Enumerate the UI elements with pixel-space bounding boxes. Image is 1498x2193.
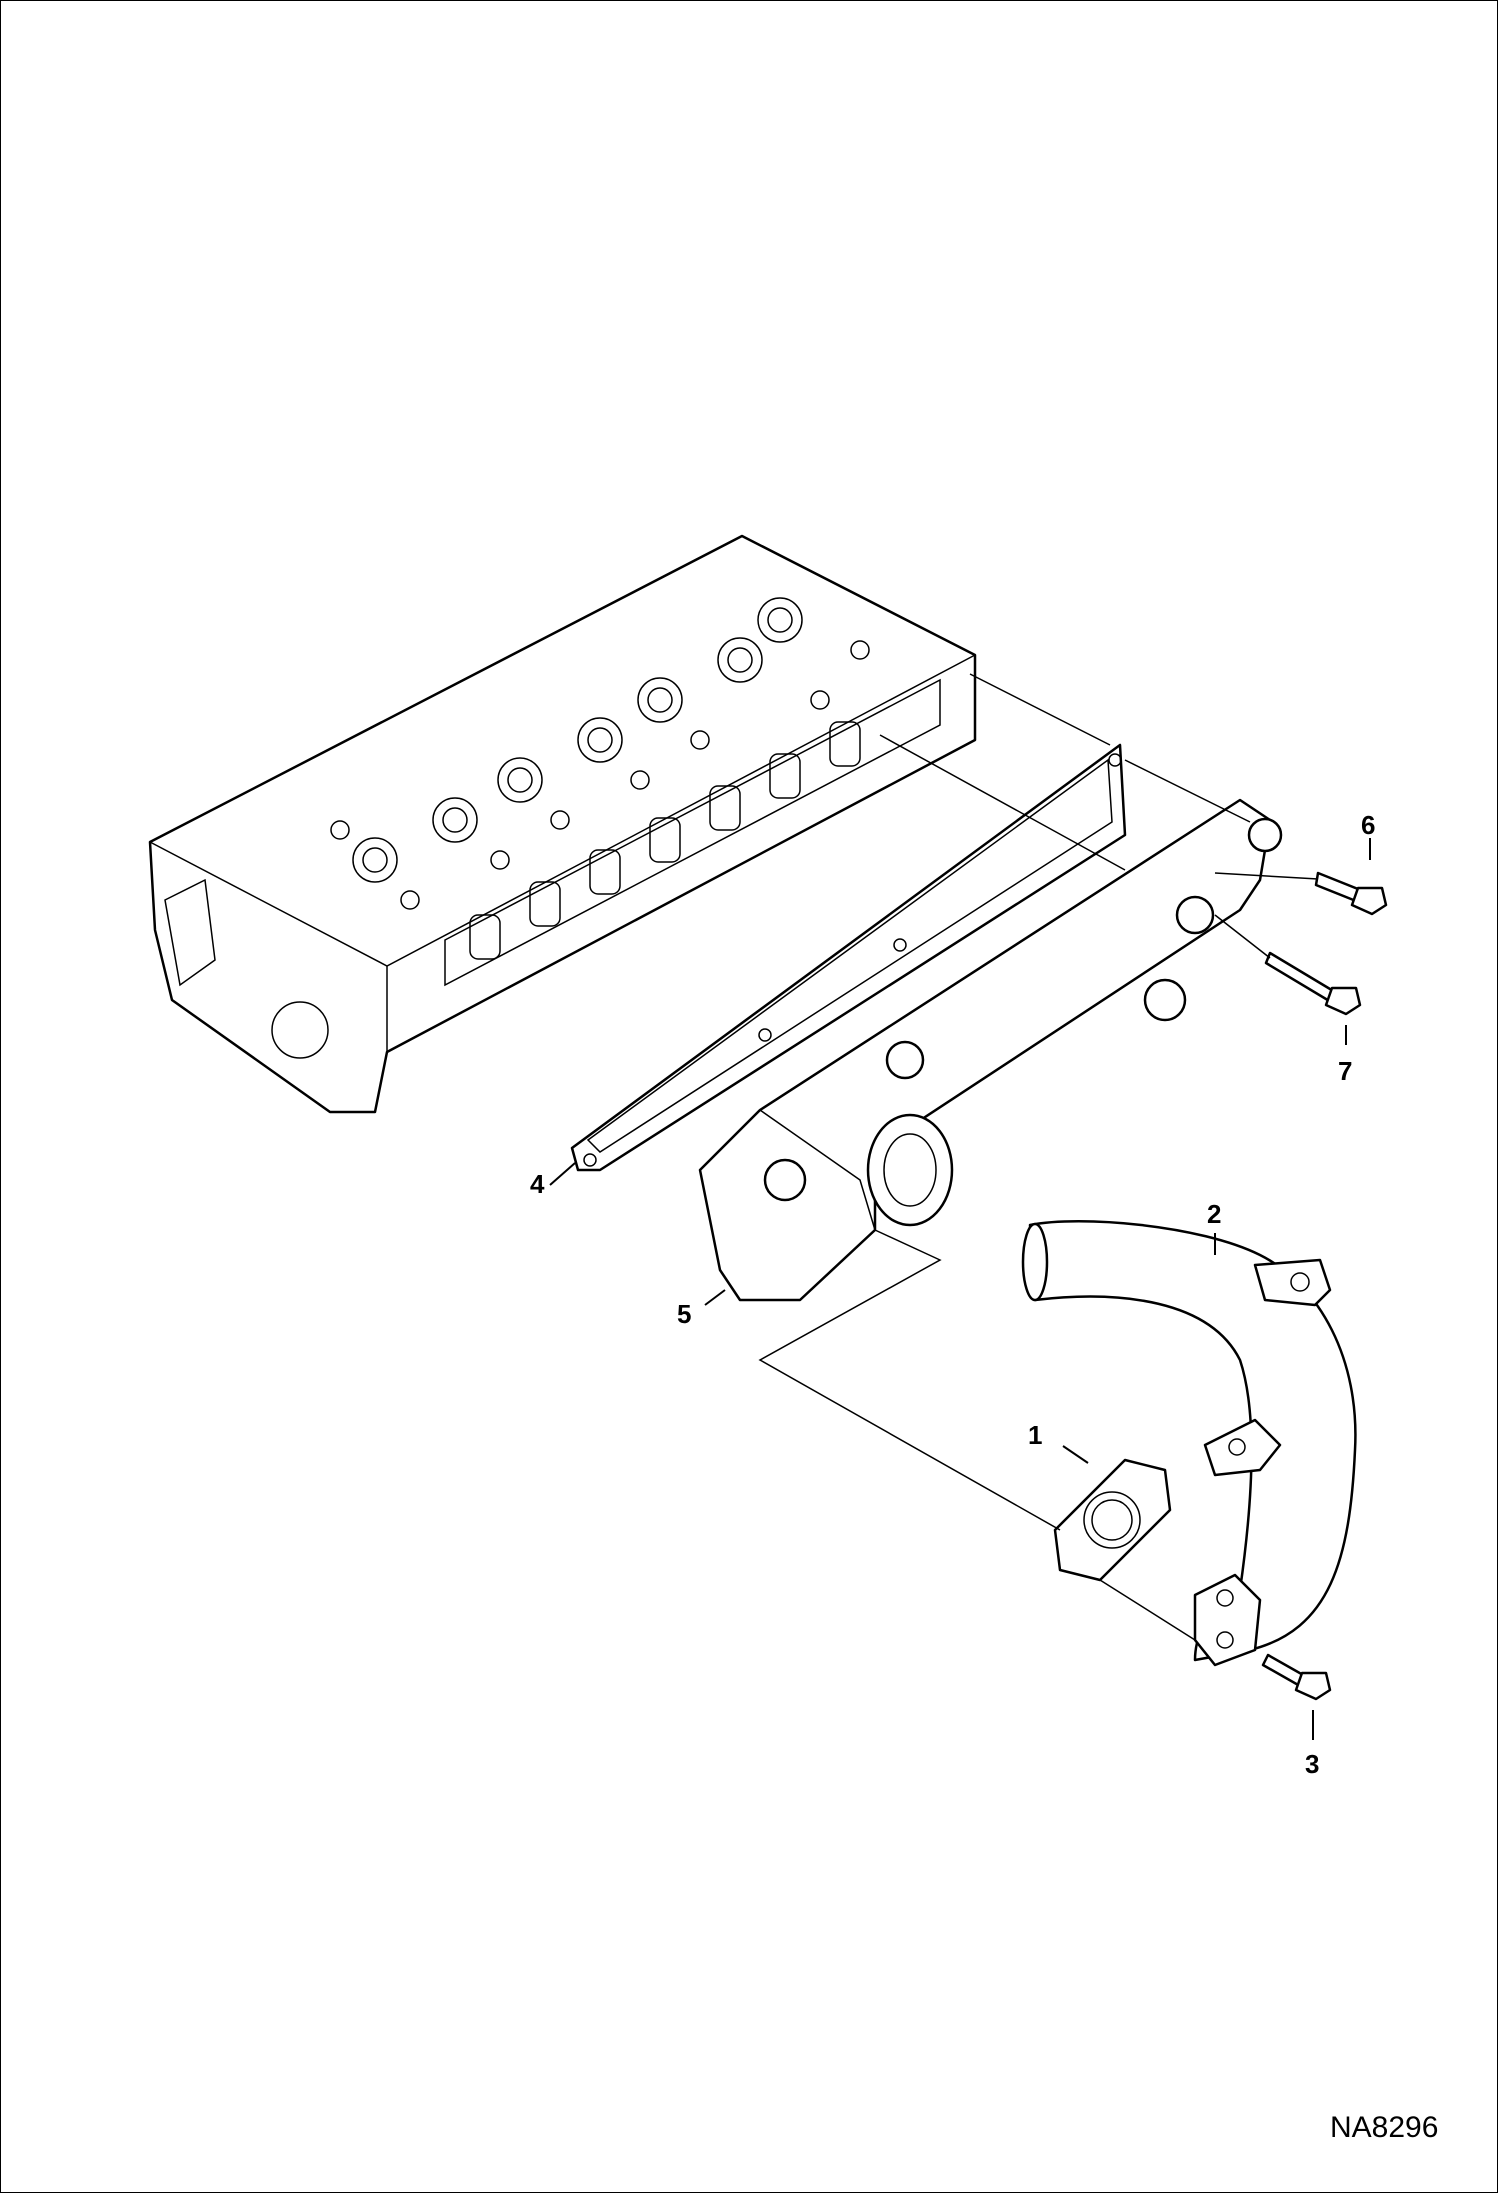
bolt-7 xyxy=(1264,951,1362,1016)
elbow-gasket xyxy=(1053,1458,1172,1582)
alignment-lines xyxy=(758,673,1319,1641)
callout-2: 2 xyxy=(1207,1199,1221,1229)
callout-6: 6 xyxy=(1361,810,1375,840)
bolt-3 xyxy=(1261,1653,1332,1701)
callout-7: 7 xyxy=(1338,1056,1352,1086)
callout-leaders xyxy=(549,838,1371,1740)
manifold-gasket xyxy=(570,743,1127,1172)
callout-5: 5 xyxy=(677,1299,691,1329)
head-ports xyxy=(469,721,861,960)
cylinder-head xyxy=(148,534,977,1114)
coolant-elbow xyxy=(1021,1220,1357,1667)
valve-seats xyxy=(330,597,870,910)
callout-4: 4 xyxy=(530,1169,545,1199)
callout-labels: 1 2 3 4 5 6 7 xyxy=(530,810,1375,1779)
callout-3: 3 xyxy=(1305,1749,1319,1779)
drawing-number: NA8296 xyxy=(1330,2111,1438,2144)
intake-manifold xyxy=(698,798,1283,1302)
callout-1: 1 xyxy=(1028,1420,1042,1450)
bolt-6 xyxy=(1314,871,1388,916)
